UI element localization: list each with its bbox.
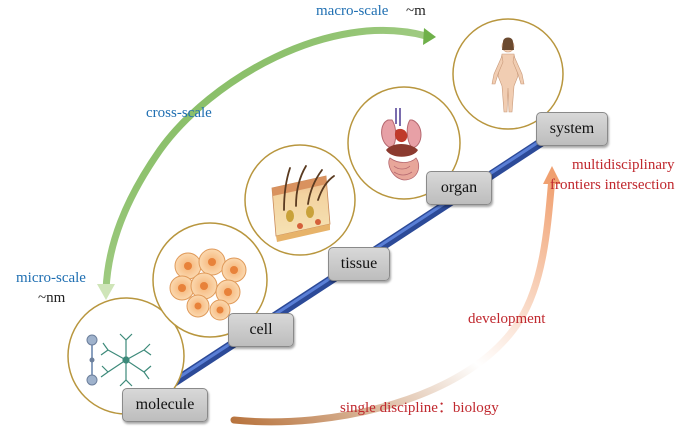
cross-scale-arrowhead-bottom	[97, 284, 115, 300]
molecule-icon	[86, 333, 152, 387]
cell-cluster-icon	[169, 248, 247, 321]
stage-system: system	[536, 112, 608, 146]
stage-cell: cell	[228, 313, 294, 347]
development-arrowhead	[543, 166, 561, 184]
stage-organ: organ	[426, 171, 492, 205]
macro-unit-label: ~m	[406, 3, 426, 19]
stage-molecule: molecule	[122, 388, 208, 422]
development-arrow	[230, 174, 556, 426]
micro-unit-label: ~nm	[38, 290, 66, 306]
multidisciplinary-label-line1: multidisciplinary	[572, 157, 675, 173]
cross-scale-label: cross-scale	[146, 105, 212, 121]
single-discipline-label: single discipline：biology	[340, 400, 499, 416]
human-body-icon	[491, 37, 525, 113]
skin-tissue-icon	[271, 165, 335, 242]
cross-scale-arrowhead-top	[423, 28, 436, 45]
macro-scale-label: macro-scale	[316, 3, 389, 19]
organs-icon	[381, 108, 422, 181]
multidisciplinary-label-line2: frontiers intersection	[550, 177, 675, 193]
development-label: development	[468, 311, 546, 327]
micro-scale-label: micro-scale	[16, 270, 86, 286]
stage-tissue: tissue	[328, 247, 390, 281]
cross-scale-arrow	[102, 26, 430, 294]
